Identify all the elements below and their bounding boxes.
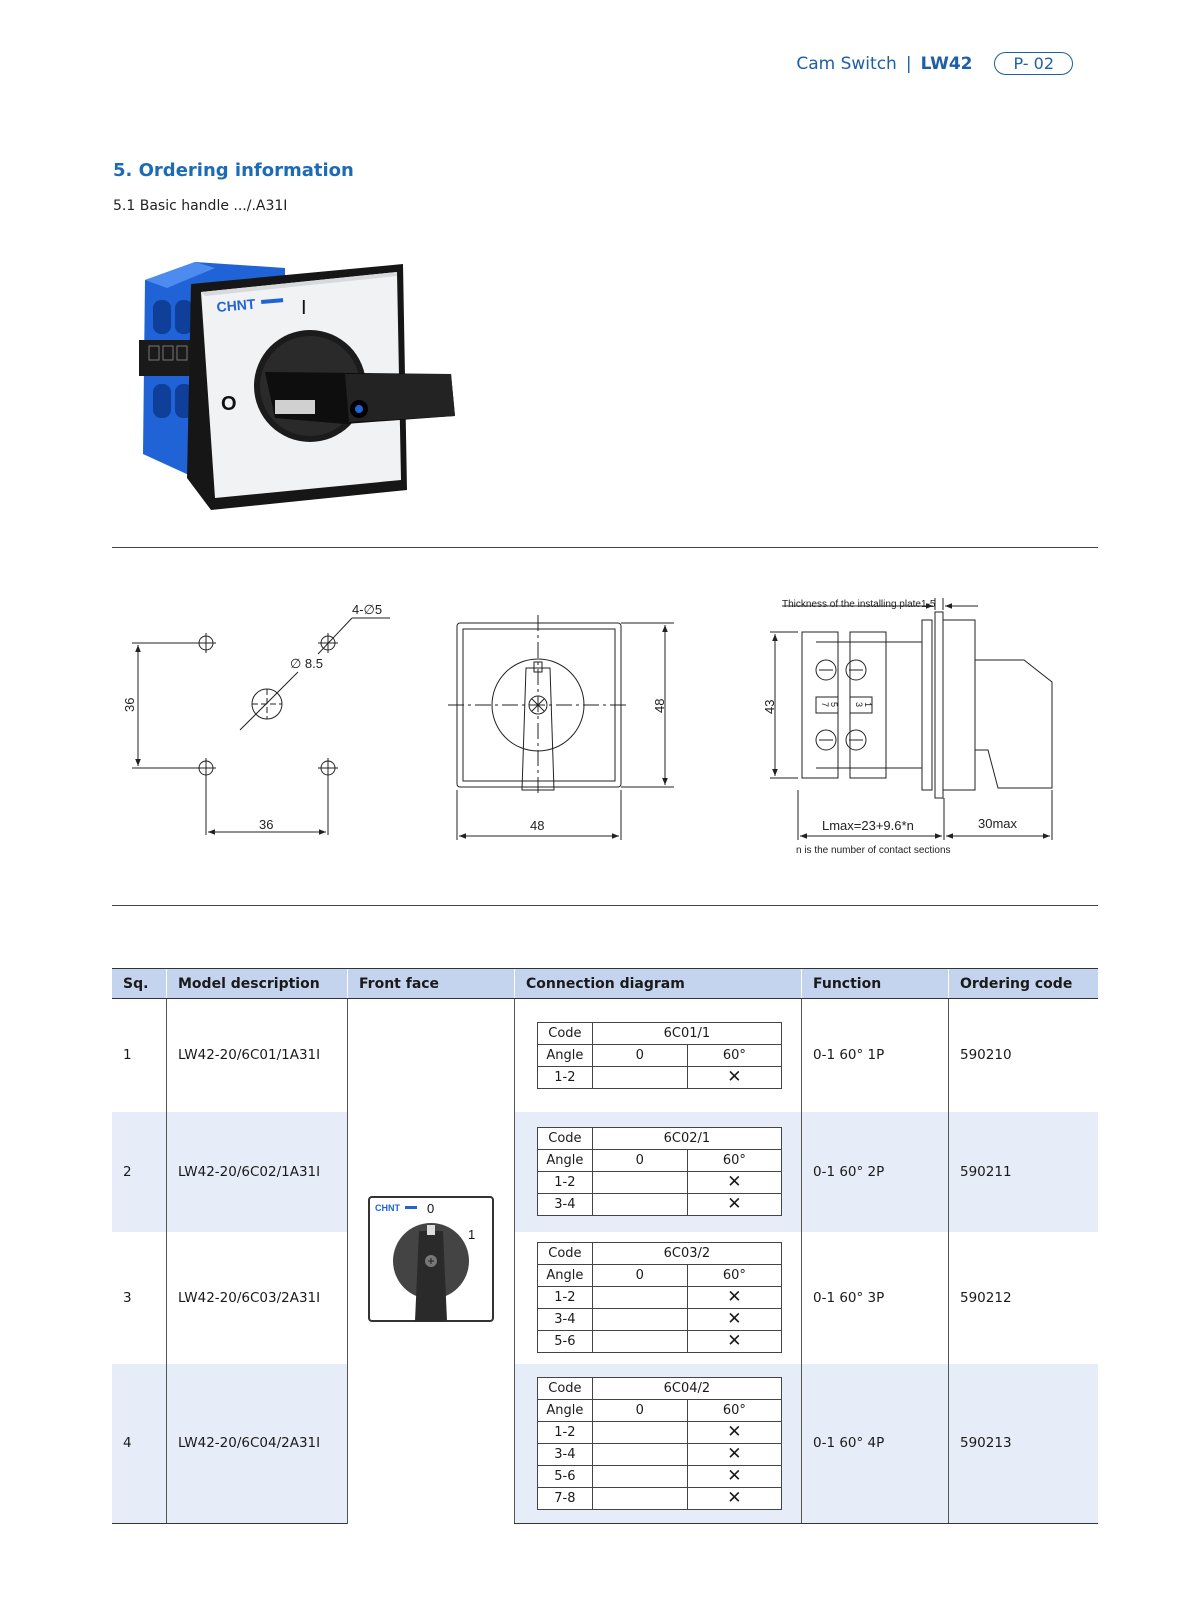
front-face-pos1: 1 xyxy=(468,1227,475,1242)
mount-center-hole-label: ∅ 8.5 xyxy=(290,656,323,671)
row-ordering-code: 590212 xyxy=(948,1231,1098,1364)
closed-mark: ✕ xyxy=(686,1286,783,1309)
row-sq: 4 xyxy=(112,1363,167,1524)
row-sq: 3 xyxy=(123,1289,132,1306)
front-face-pos0: 0 xyxy=(427,1201,434,1216)
closed-mark: ✕ xyxy=(686,1464,783,1488)
divider-top xyxy=(112,547,1098,548)
col-model: Model description xyxy=(166,968,348,999)
col-function: Function xyxy=(801,968,949,999)
closed-mark: ✕ xyxy=(686,1330,783,1353)
row-model: LW42-20/6C04/2A31I xyxy=(166,1363,348,1524)
side-terminal-1: 1 xyxy=(863,702,873,707)
closed-mark: ✕ xyxy=(686,1171,783,1194)
closed-mark: ✕ xyxy=(686,1065,783,1089)
closed-mark: ✕ xyxy=(686,1193,783,1216)
side-terminal-3: 3 xyxy=(854,702,864,707)
side-view-drawing xyxy=(770,598,1053,840)
col-sq: Sq. xyxy=(112,968,167,999)
dimension-drawings: 4-∅5 ∅ 8.5 36 36 48 48 xyxy=(122,598,1053,856)
row-ordering-code: 590213 xyxy=(948,1363,1098,1524)
row-model: LW42-20/6C02/1A31I xyxy=(166,1111,348,1232)
divider-bottom xyxy=(112,905,1098,906)
closed-mark: ✕ xyxy=(686,1442,783,1466)
page-header: Cam Switch | LW42 P- 02 xyxy=(796,52,1073,75)
table-header-row: Sq. Model description Front face Connect… xyxy=(112,968,1098,999)
row-function: 0-1 60° 2P xyxy=(801,1111,949,1232)
side-handle-depth: 30max xyxy=(978,816,1018,831)
photo-brand-label: CHNT xyxy=(216,296,257,315)
col-connection: Connection diagram xyxy=(514,968,802,999)
photo-mark-on: I xyxy=(301,297,307,319)
mounting-hole-pattern xyxy=(132,617,390,835)
side-plate-note: Thickness of the installing plate1-5 xyxy=(782,599,936,610)
page-number: P- 02 xyxy=(994,52,1073,75)
row-sq: 1 xyxy=(123,1047,132,1064)
row-model: LW42-20/6C03/2A31I xyxy=(166,1231,348,1364)
row-function: 0-1 60° 3P xyxy=(801,1231,949,1364)
front-dim-vertical: 48 xyxy=(652,699,667,713)
side-terminal-7: 7 xyxy=(820,702,830,707)
mount-dim-vertical: 36 xyxy=(122,698,137,712)
side-footnote: n is the number of contact sections xyxy=(796,845,951,856)
closed-mark: ✕ xyxy=(686,1308,783,1331)
closed-mark: ✕ xyxy=(686,1486,783,1510)
row-function: 0-1 60° 4P xyxy=(801,1363,949,1524)
row-ordering-code: 590211 xyxy=(948,1111,1098,1232)
front-view-drawing xyxy=(448,615,674,840)
front-dim-horizontal: 48 xyxy=(530,818,544,833)
col-front-face: Front face xyxy=(347,968,515,999)
header-separator: | xyxy=(905,53,912,74)
side-terminal-5: 5 xyxy=(829,702,839,707)
row-function: 0-1 60° 1P xyxy=(801,998,949,1112)
side-dim-height: 43 xyxy=(762,700,777,714)
section-title: 5. Ordering information xyxy=(113,160,354,181)
col-ordering-code: Ordering code xyxy=(948,968,1098,999)
product-photo: CHNT I O xyxy=(139,262,455,510)
closed-mark: ✕ xyxy=(686,1420,783,1444)
mount-dim-horizontal: 36 xyxy=(259,817,273,832)
front-face-image: CHNT 0 1 xyxy=(368,1196,494,1323)
row-ordering-code: 590210 xyxy=(948,998,1098,1112)
section-subtitle: 5.1 Basic handle .../.A31I xyxy=(113,198,288,214)
mount-holes-label: 4-∅5 xyxy=(352,602,382,617)
row-model: LW42-20/6C01/1A31I xyxy=(166,998,348,1112)
front-face-cell: CHNT 0 1 xyxy=(347,998,515,1524)
front-face-brand: CHNT xyxy=(375,1203,400,1213)
row-sq: 2 xyxy=(112,1111,167,1232)
ordering-table: Sq. Model description Front face Connect… xyxy=(112,968,1098,1524)
photo-mark-off: O xyxy=(221,393,237,415)
product-name: Cam Switch xyxy=(796,53,897,74)
table-row: 1 LW42-20/6C01/1A31I CHNT 0 1 xyxy=(112,998,1098,1524)
model-name: LW42 xyxy=(920,53,973,74)
side-length: Lmax=23+9.6*n xyxy=(822,818,914,833)
